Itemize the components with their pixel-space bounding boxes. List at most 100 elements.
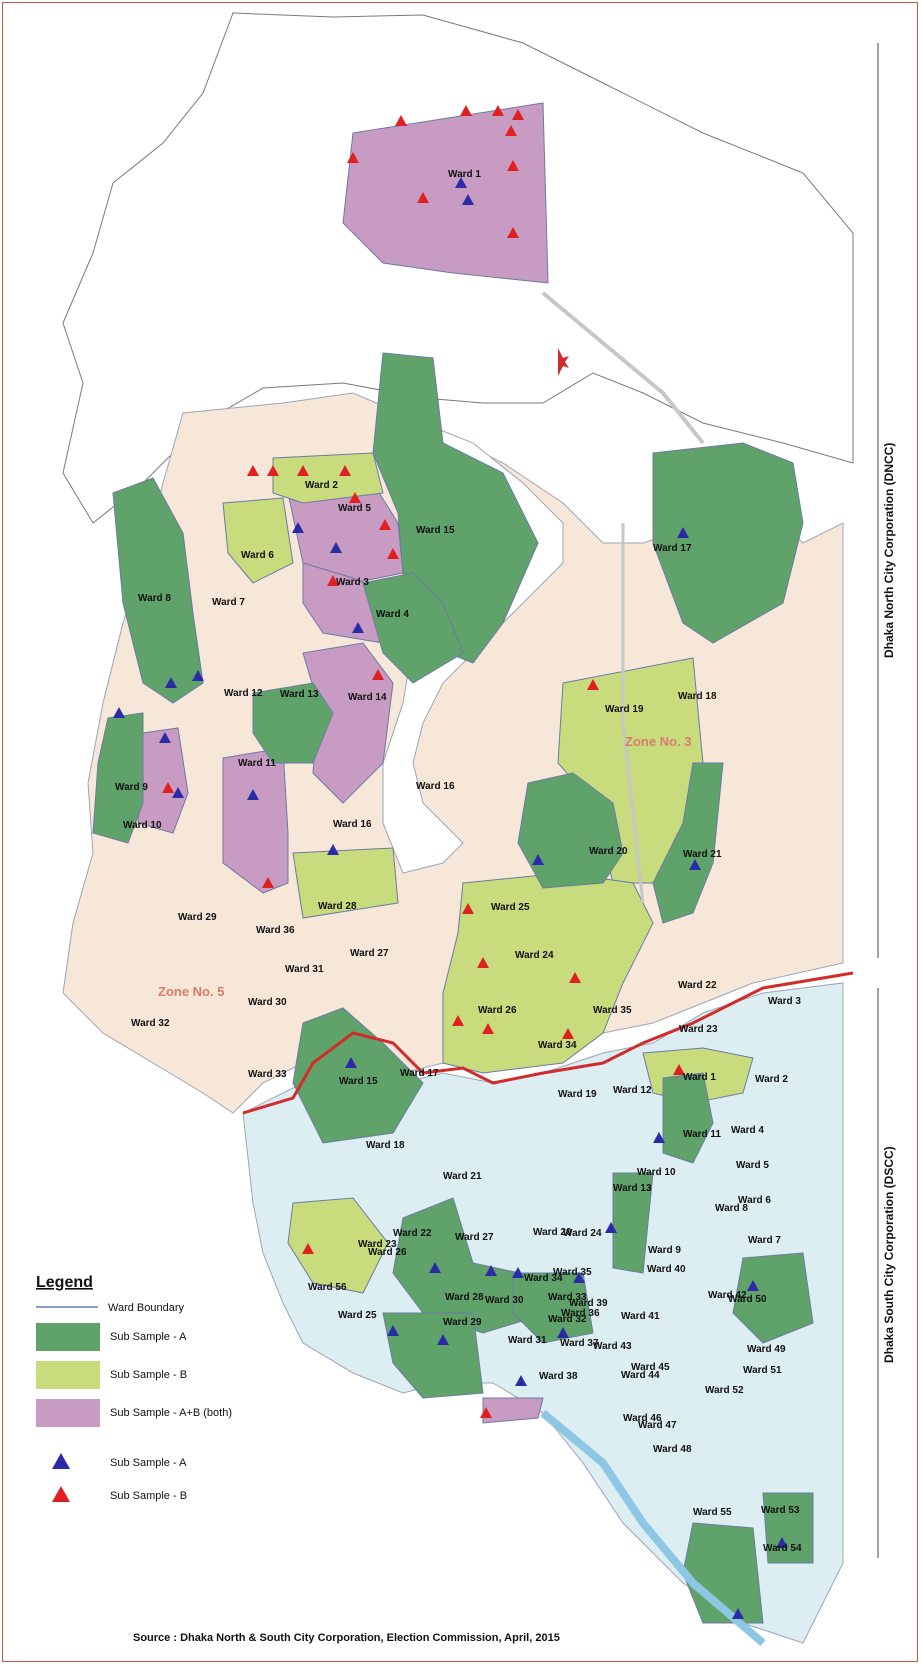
north-ward-label-24: Ward 24 [515,950,554,961]
south-ward-label-17: Ward 20 [533,1227,572,1238]
triangle-a-8-icon [159,732,171,743]
triangle-b-20-icon [587,679,599,690]
north-ward-15b-area [292,1007,424,1144]
north-ward-17-area [652,442,804,644]
triangle-a-27-icon [776,1537,788,1548]
main-road [621,523,645,904]
triangle-a-3-icon [330,542,342,553]
south-ward-label-28: Ward 31 [508,1335,547,1346]
north-ward-label-32: Ward 32 [131,1018,170,1029]
triangle-a-21-icon [573,1272,585,1283]
south-ward-label-50: Ward 53 [761,1505,800,1516]
triangle-b-3-icon [512,109,524,120]
south-ward-label-0: Ward 1 [683,1072,716,1083]
south-ward-label-53: Ward 56 [308,1282,347,1293]
zone-label-3: Zone No. 3 [625,734,691,749]
south-ward-label-35: Ward 38 [539,1371,578,1382]
south-ward-label-29: Ward 32 [548,1314,587,1325]
south-ward-label-25: Ward 28 [445,1292,484,1303]
south-ward-label-6: Ward 7 [748,1235,781,1246]
triangle-b-7-icon [417,192,429,203]
legend-label-sample-ab: Sub Sample - A+B (both) [110,1407,232,1419]
south-ward-label-30: Ward 33 [548,1292,587,1303]
north-ward-label-31: Ward 31 [285,964,324,975]
triangle-b-21-icon [462,903,474,914]
corporation-boundary [242,971,854,1115]
triangle-a-17-icon [605,1222,617,1233]
triangle-a-28-icon [732,1608,744,1619]
triangle-a-15-icon [345,1057,357,1068]
north-ward-21-area [652,762,724,924]
triangle-b-26-icon [562,1028,574,1039]
triangle-a-0-icon [455,177,467,188]
south-ward-label-4: Ward 5 [736,1160,769,1171]
north-ward-1-area [342,102,549,284]
legend-triangle-b-icon [52,1486,70,1502]
north-ward-label-14: Ward 15 [416,525,455,536]
airport-road [541,291,705,445]
north-ward-label-22: Ward 22 [678,980,717,991]
triangle-a-6-icon [165,677,177,688]
south-ward-label-51: Ward 54 [763,1543,802,1554]
south-ward-label-33: Ward 36 [561,1308,600,1319]
south-ward-label-3: Ward 4 [731,1125,764,1136]
north-ward-label-3: Ward 4 [376,609,409,620]
triangle-b-6-icon [507,160,519,171]
north-ward-20-area [517,772,624,889]
triangle-b-4-icon [505,125,517,136]
triangle-a-19-icon [485,1265,497,1276]
legend-label-sample-a: Sub Sample - A [110,1331,187,1343]
south-ward-label-26: Ward 29 [443,1317,482,1328]
dncc-label: Dhaka North City Corporation (DNCC) [882,443,896,658]
north-ward-label-35: Ward 35 [593,1005,632,1016]
triangle-b-15-icon [387,548,399,559]
north-ward-label-20: Ward 20 [589,846,628,857]
north-ward-label-29: Ward 29 [178,912,217,923]
south-ward-label-2: Ward 3 [768,996,801,1007]
south-ward-label-34: Ward 37 [560,1338,599,1349]
south-ward-label-52: Ward 55 [693,1507,732,1518]
triangle-b-1-icon [460,105,472,116]
north-ward-label-34: Ward 34 [538,1040,577,1051]
triangle-b-23-icon [569,972,581,983]
triangle-b-10-icon [267,465,279,476]
south-ward-label-21: Ward 24 [563,1228,602,1239]
south-ward-label-48: Ward 51 [743,1365,782,1376]
triangle-b-28-icon [302,1243,314,1254]
north-ward-4-area [362,572,464,684]
triangle-a-4-icon [352,622,364,633]
south-ward-label-13: Ward 15 [339,1076,378,1087]
source-caption: Source : Dhaka North & South City Corpor… [133,1632,560,1644]
triangle-a-9-icon [172,787,184,798]
legend-label-triangle-b: Sub Sample - B [110,1490,187,1502]
triangle-a-22-icon [747,1280,759,1291]
triangle-b-19-icon [162,782,174,793]
triangle-a-20-icon [512,1267,524,1278]
north-ward-label-33: Ward 33 [248,1069,287,1080]
south-ward-label-5: Ward 6 [738,1195,771,1206]
ward-map: Ward 1 Ward 2 Ward 3 Ward 4 Ward 5 Ward 6 Ward… [36,12,896,1647]
triangle-b-16-icon [327,575,339,586]
south-ward-label-22: Ward 25 [338,1310,377,1321]
north-ward-label-36: Ward 36 [256,925,295,936]
triangle-a-12-icon [689,859,701,870]
triangle-b-24-icon [452,1015,464,1026]
north-ward-label-25: Ward 25 [491,902,530,913]
north-ward-label-21: Ward 21 [683,849,722,860]
north-ward-label-5: Ward 6 [241,550,274,561]
north-ward-label-19: Ward 19 [605,704,644,715]
legend-swatch-sample-b [36,1361,100,1389]
south-ward-label-23: Ward 26 [368,1247,407,1258]
south-ward-label-40: Ward 43 [593,1341,632,1352]
south-ward-label-20: Ward 23 [358,1239,397,1250]
south-ward-label-19: Ward 22 [393,1228,432,1239]
north-ward-label-18: Ward 18 [678,691,717,702]
north-ward-8-area [112,477,204,704]
triangle-b-9-icon [247,465,259,476]
south-ward-label-1: Ward 2 [755,1074,788,1085]
triangle-b-27-icon [673,1064,685,1075]
legend-swatch-sample-ab [36,1399,100,1427]
triangle-b-13-icon [349,492,361,503]
south-ward-label-12: Ward 13 [613,1183,652,1194]
